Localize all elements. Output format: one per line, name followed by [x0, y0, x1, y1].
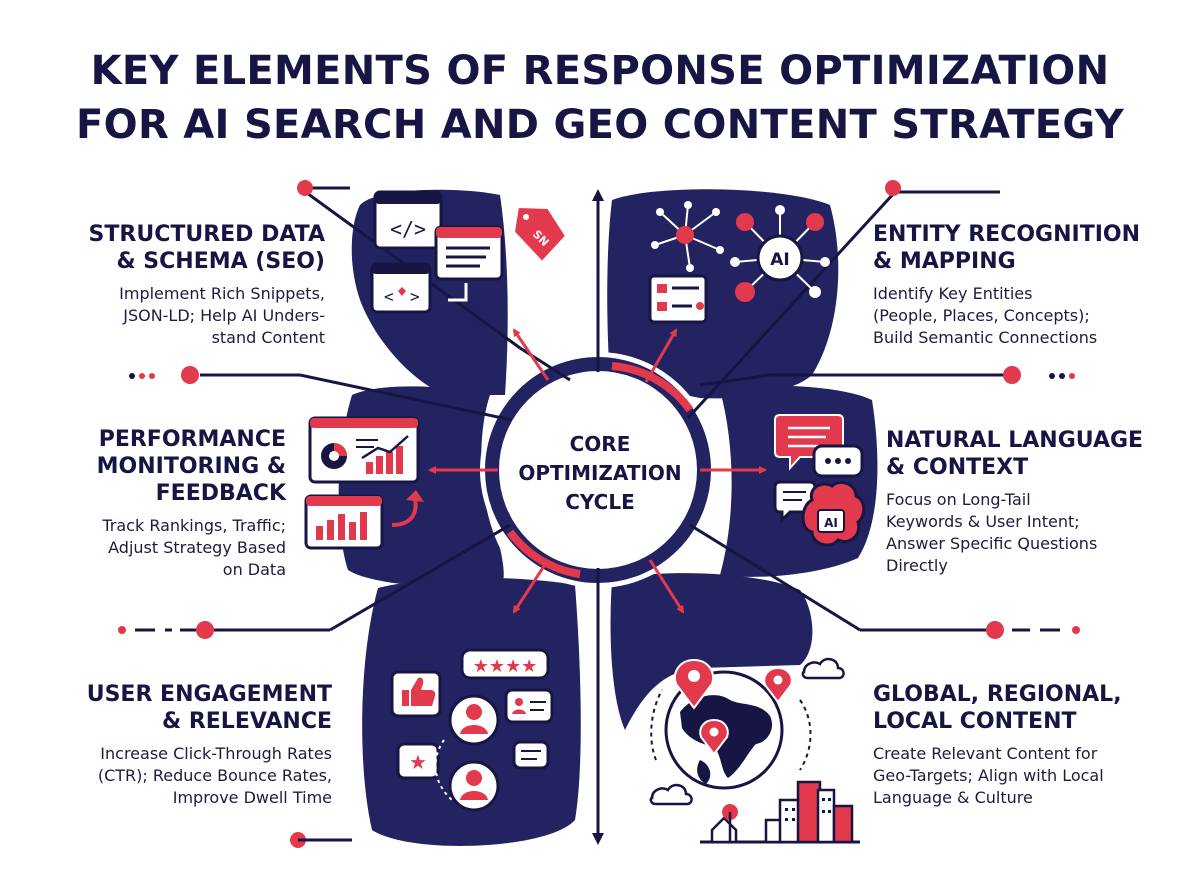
section-global-content: GLOBAL, REGIONAL, LOCAL CONTENT Create R… — [873, 681, 1122, 809]
engagement-heading-1: USER ENGAGEMENT — [86, 682, 332, 707]
natural-heading-1: NATURAL LANGUAGE — [886, 428, 1144, 453]
petal-bottom-right — [610, 573, 813, 730]
core-line-2: OPTIMIZATION — [518, 461, 682, 485]
natural-heading-2: & CONTEXT — [886, 455, 1029, 480]
entity-network-icon — [651, 201, 724, 272]
core-cycle-label: CORE OPTIMIZATION CYCLE — [500, 430, 700, 517]
performance-heading-3: FEEDBACK — [155, 481, 286, 506]
code-window-icon: </> — [373, 190, 443, 250]
chat-bubbles-icon — [773, 414, 864, 524]
connector-lines — [200, 186, 1010, 632]
cloud-icon — [649, 657, 845, 806]
entity-heading-2: & MAPPING — [873, 249, 1016, 274]
price-tag-icon: SN — [512, 205, 568, 264]
performance-description: Track Rankings, Traffic; Adjust Strategy… — [102, 516, 286, 579]
natural-description: Focus on Long-Tail Keywords & User Inten… — [886, 490, 1098, 575]
ring-accent-top — [611, 362, 694, 413]
curved-arrow-icon — [448, 283, 468, 302]
title-line-2: FOR AI SEARCH AND GEO CONTENT STRATEGY — [76, 102, 1124, 148]
performance-heading-1: PERFORMANCE — [98, 427, 286, 452]
star-rating-icon: ★★★★ — [460, 648, 550, 680]
user-avatar-icon — [448, 694, 500, 746]
global-heading-1: GLOBAL, REGIONAL, — [873, 682, 1122, 707]
section-entity-recognition: ENTITY RECOGNITION & MAPPING Identify Ke… — [873, 221, 1140, 349]
connector-right-short — [699, 373, 771, 387]
connector-bottom-left — [329, 523, 511, 632]
svg-text:★: ★ — [409, 750, 427, 774]
engagement-description: Increase Click-Through Rates (CTR); Redu… — [97, 744, 332, 807]
ring-accent-bottom — [506, 529, 581, 578]
structured-description: Implement Rich Snippets, JSON-LD; Help A… — [119, 284, 325, 347]
analytics-dashboard-icon — [308, 416, 420, 484]
svg-text:AI: AI — [770, 250, 789, 270]
orbit-arrow-left — [650, 689, 663, 761]
title-line-1: KEY ELEMENTS OF RESPONSE OPTIMIZATION — [90, 48, 1110, 94]
global-heading-2: LOCAL CONTENT — [873, 709, 1077, 734]
ai-brain-icon: AI — [801, 480, 866, 547]
thumbs-up-icon — [390, 670, 442, 718]
global-description: Create Relevant Content for Geo-Targets;… — [873, 744, 1104, 807]
city-skyline-icon — [700, 780, 860, 844]
performance-heading-2: MONITORING & — [96, 454, 286, 479]
radiating-arrows — [428, 328, 767, 614]
svg-text:AI: AI — [824, 516, 838, 530]
user-avatar-icon-2 — [448, 760, 500, 812]
structured-heading-1: STRUCTURED DATA — [88, 222, 325, 247]
structured-heading-2: & SCHEMA (SEO) — [116, 249, 325, 274]
connector-bottom-right — [689, 523, 861, 632]
connector-dots — [118, 180, 1080, 848]
core-line-1: CORE — [569, 432, 631, 456]
profile-card-icon — [504, 688, 554, 724]
engagement-heading-2: & RELEVANCE — [161, 709, 332, 734]
svg-text:<: < — [384, 287, 394, 306]
orbit-arrow-right — [799, 699, 812, 771]
code-heart-window-icon: < > — [370, 262, 432, 314]
connector-top-left — [299, 373, 513, 422]
svg-text:</>: </> — [390, 217, 426, 241]
section-natural-language: NATURAL LANGUAGE & CONTEXT Focus on Long… — [886, 427, 1143, 577]
section-user-engagement: USER ENGAGEMENT & RELEVANCE Increase Cli… — [87, 681, 332, 809]
entity-heading-1: ENTITY RECOGNITION — [873, 222, 1141, 247]
location-pin-icon — [674, 658, 793, 756]
bar-chart-icon — [304, 494, 384, 550]
feedback-arrow-icon — [391, 497, 418, 527]
mapping-card-icon — [648, 274, 708, 324]
section-performance-monitoring: PERFORMANCE MONITORING & FEEDBACK Track … — [97, 426, 286, 581]
message-icon — [512, 740, 550, 770]
document-window-icon — [434, 225, 504, 281]
svg-text:★★★★: ★★★★ — [473, 656, 538, 677]
core-line-3: CYCLE — [565, 490, 635, 514]
feedback-arrowhead-icon — [406, 490, 424, 502]
ai-hub-icon: AI — [730, 205, 830, 302]
star-bubble-icon: ★ — [396, 742, 440, 780]
center-disc — [502, 374, 694, 566]
entity-description: Identify Key Entities (People, Places, C… — [873, 284, 1098, 347]
page-title: KEY ELEMENTS OF RESPONSE OPTIMIZATION FO… — [0, 44, 1200, 152]
section-structured-data: STRUCTURED DATA & SCHEMA (SEO) Implement… — [89, 221, 325, 349]
svg-text:>: > — [410, 287, 420, 306]
